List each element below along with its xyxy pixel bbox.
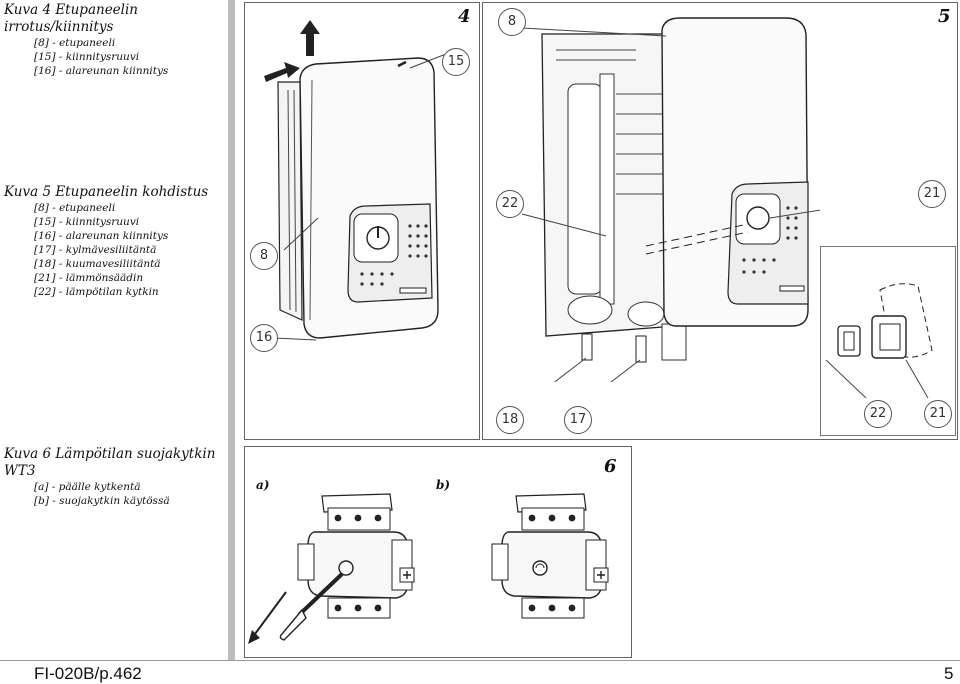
figure6-number: 6: [604, 456, 617, 477]
figure5-heater-drawing: [521, 17, 820, 382]
figure6-title: Kuva 6 Lämpötilan suojakytkin WT3: [4, 446, 216, 479]
figure5-callout: 18: [496, 406, 524, 434]
figure6-label-b: b): [436, 478, 451, 492]
figure5-item: [18] - kuumavesiliitäntä: [34, 258, 161, 270]
figure5-callout: 17: [564, 406, 592, 434]
figure6-switch-a: [248, 493, 415, 644]
figure6-switch-b: [491, 493, 609, 619]
figure4-item: [15] - kiinnitysruuvi: [34, 51, 140, 63]
page-number: 5: [944, 664, 954, 683]
figure5-item: [16] - alareunan kiinnitys: [34, 230, 169, 242]
figure5-number: 5: [938, 6, 951, 27]
vertical-separator: [228, 0, 235, 660]
figure4-title: Kuva 4 Etupaneelin irrotus/kiinnitys: [4, 2, 138, 35]
figure4-callout: 15: [442, 48, 470, 76]
figure5-callout: 21: [918, 180, 946, 208]
figure4-item: [16] - alareunan kiinnitys: [34, 65, 169, 77]
figure4-heater-drawing: [264, 20, 447, 341]
figure5-inset-drawing: [825, 283, 933, 399]
figure5-callout: 8: [498, 8, 526, 36]
figure5-title: Kuva 5 Etupaneelin kohdistus: [4, 184, 209, 200]
arrow-icon: [248, 591, 287, 644]
screwdriver-icon: [279, 572, 344, 641]
figure6-label-a: a): [256, 478, 270, 492]
doc-code: FI-020B/p.462: [34, 664, 142, 683]
figure5-item: [15] - kiinnitysruuvi: [34, 216, 140, 228]
figure5-caption: Kuva 5 Etupaneelin kohdistus [8] - etupa…: [4, 184, 224, 299]
figure5-item: [22] - lämpötilan kytkin: [34, 286, 159, 298]
footer-rule: [0, 660, 960, 661]
figure5-item: [21] - lämmönsäädin: [34, 272, 144, 284]
figure4-callout: 16: [250, 324, 278, 352]
figure5-callout: 21: [924, 400, 952, 428]
figure6-item: [b] - suojakytkin käytössä: [34, 495, 170, 507]
figure4-caption: Kuva 4 Etupaneelin irrotus/kiinnitys [8]…: [4, 2, 224, 78]
figure6-item: [a] - päälle kytkentä: [34, 481, 141, 493]
figure5-item: [8] - etupaneeli: [34, 202, 116, 214]
figure5-callout: 22: [864, 400, 892, 428]
figure4-callout: 8: [250, 242, 278, 270]
figure5-callout: 22: [496, 190, 524, 218]
figure5-item: [17] - kylmävesiliitäntä: [34, 244, 157, 256]
figure4-number: 4: [458, 6, 471, 27]
figure6-caption: Kuva 6 Lämpötilan suojakytkin WT3 [a] - …: [4, 446, 224, 508]
figure4-item: [8] - etupaneeli: [34, 37, 116, 49]
